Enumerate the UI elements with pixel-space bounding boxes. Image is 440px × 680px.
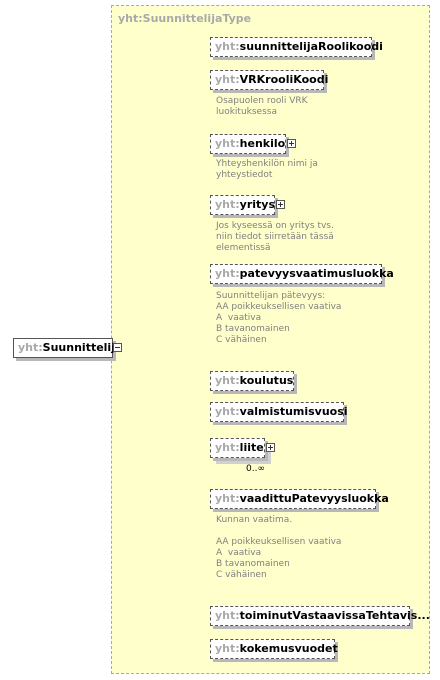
root-element-suunnittelija[interactable]: yht:Suunnittelija (13, 338, 122, 358)
complex-type-title: yht:SuunnittelijaType (118, 12, 252, 25)
cardinality-label: 0..∞ (246, 464, 265, 474)
element-patevyysvaatimusluokka[interactable]: yht:patevyysvaatimusluokka (210, 264, 394, 284)
expand-icon[interactable] (276, 200, 285, 209)
element-valmistumisvuosi[interactable]: yht:valmistumisvuosi (210, 402, 348, 422)
element-vrkroolikoodi[interactable]: yht:VRKrooliKoodi (210, 70, 328, 90)
element-toiminutvastaavissatehtavis[interactable]: yht:toiminutVastaavissaTehtavis... (210, 606, 430, 626)
element-suunnittelijaroolikoodi[interactable]: yht:suunnittelijaRoolikoodi (210, 37, 383, 57)
element-description: Suunnittelijan pätevyys: AA poikkeuksell… (216, 291, 342, 345)
root-element-label: Suunnittelija (42, 341, 123, 354)
element-henkilo[interactable]: yht:henkilo (210, 134, 286, 154)
element-description: Kunnan vaatima. AA poikkeuksellisen vaat… (216, 515, 342, 580)
element-yritys[interactable]: yht:yritys (210, 195, 275, 215)
element-description: Yhteyshenkilön nimi ja yhteystiedot (216, 159, 318, 180)
collapse-icon[interactable] (113, 343, 122, 352)
expand-icon[interactable] (287, 139, 296, 148)
expand-icon[interactable] (266, 443, 275, 452)
complex-type-box (111, 5, 430, 674)
element-liite[interactable]: yht:liite (210, 438, 265, 458)
element-koulutus[interactable]: yht:koulutus (210, 371, 294, 391)
element-kokemusvuodet[interactable]: yht:kokemusvuodet (210, 639, 338, 659)
element-description: Jos kyseessä on yritys tvs. niin tiedot … (216, 221, 334, 253)
element-vaadittupatevyysluokka[interactable]: yht:vaadittuPatevyysluokka (210, 489, 389, 509)
element-description: Osapuolen rooli VRK luokituksessa (216, 96, 308, 117)
